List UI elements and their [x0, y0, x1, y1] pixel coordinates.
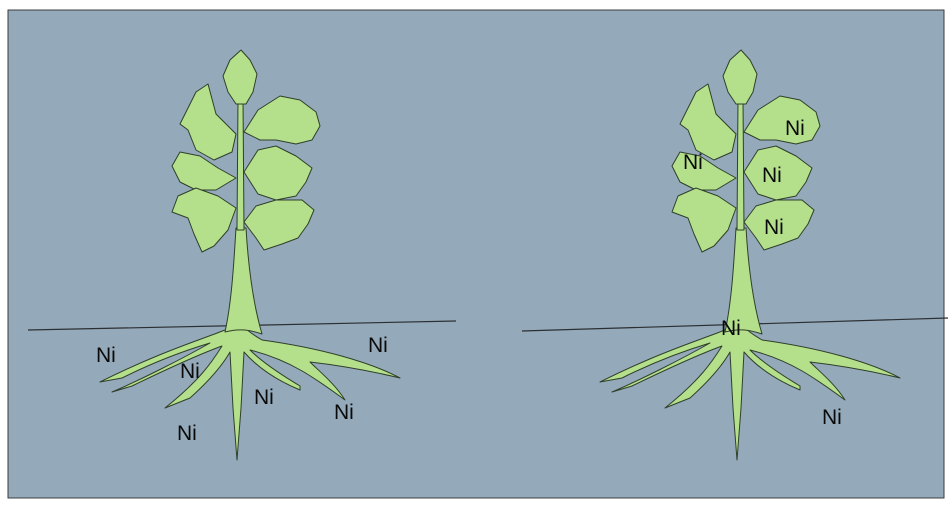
ni-label-left-3: Ni — [177, 422, 197, 445]
ni-label-left-5: Ni — [334, 401, 354, 424]
ni-label-right-leaf-4: Ni — [764, 216, 784, 239]
diagram-background — [8, 10, 944, 498]
ni-label-right-leaf-2: Ni — [683, 151, 703, 174]
ni-label-left-1: Ni — [96, 344, 116, 367]
ni-label-left-2: Ni — [180, 360, 200, 383]
ni-label-right-soil: Ni — [822, 406, 842, 429]
ni-label-right-stem: Ni — [721, 317, 741, 340]
ni-label-right-leaf-3: Ni — [762, 164, 782, 187]
ni-label-right-leaf-1: Ni — [785, 117, 805, 140]
ni-label-left-6: Ni — [368, 334, 388, 357]
ni-label-left-4: Ni — [254, 386, 274, 409]
